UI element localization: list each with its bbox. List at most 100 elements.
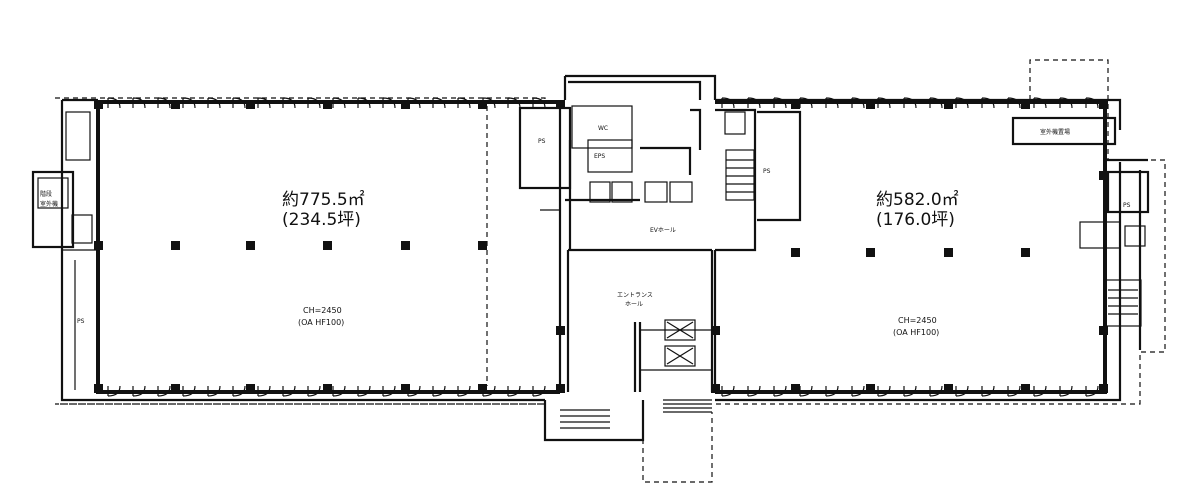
column-marker: [323, 241, 332, 250]
column-marker: [944, 384, 953, 393]
window-bay: [773, 97, 787, 109]
window-bays: [107, 97, 1099, 397]
window-bay: [532, 385, 546, 397]
window-bay: [1033, 385, 1047, 397]
column-marker: [866, 248, 875, 257]
column-marker: [478, 384, 487, 393]
column-marker: [94, 241, 103, 250]
entrance-label-2: ホール: [625, 301, 643, 308]
window-bay: [257, 385, 271, 397]
column-marker: [556, 100, 565, 109]
left-area-tsubo: (234.5坪): [282, 210, 361, 230]
window-bay: [382, 385, 396, 397]
column-marker: [944, 248, 953, 257]
ps-label-1: PS: [538, 138, 546, 145]
column-marker: [711, 326, 720, 335]
window-bay: [282, 97, 296, 109]
window-bay: [157, 385, 171, 397]
column-marker: [1099, 100, 1108, 109]
window-bay: [107, 385, 121, 397]
right-top-label: 室外機置場: [1040, 128, 1070, 136]
window-bay: [182, 385, 196, 397]
wc-label: WC: [598, 125, 608, 132]
window-bay: [1059, 385, 1073, 397]
column-marker: [478, 100, 487, 109]
window-bay: [507, 97, 521, 109]
column-marker: [171, 384, 180, 393]
right-floor-note: (OA HF100): [893, 328, 939, 337]
left-area-size: 約775.5㎡: [282, 190, 365, 210]
column-marker: [1099, 171, 1108, 180]
left-annex: [31, 170, 75, 249]
left-annex-label-1: 階段: [40, 190, 52, 198]
right-ceiling-height: CH=2450: [898, 316, 937, 325]
window-bay: [877, 97, 891, 109]
window-bay: [877, 385, 891, 397]
window-bay: [721, 385, 735, 397]
column-marker: [1021, 248, 1030, 257]
window-bay: [825, 385, 839, 397]
window-bay: [307, 97, 321, 109]
window-bay: [825, 97, 839, 109]
window-bay: [107, 97, 121, 109]
window-bay: [903, 385, 917, 397]
window-bay: [207, 385, 221, 397]
column-marker: [323, 100, 332, 109]
left-ceiling-height: CH=2450: [303, 306, 342, 315]
column-marker: [478, 241, 487, 250]
column-marker: [246, 384, 255, 393]
column-marker: [944, 100, 953, 109]
window-bay: [457, 97, 471, 109]
window-bay: [257, 97, 271, 109]
left-stair-box: [65, 111, 91, 161]
column-marker: [94, 100, 103, 109]
column-marker: [556, 326, 565, 335]
window-bay: [232, 385, 246, 397]
window-bay: [773, 385, 787, 397]
column-marker: [556, 384, 565, 393]
column-marker: [1021, 384, 1030, 393]
window-bay: [357, 97, 371, 109]
window-bay: [1007, 97, 1021, 109]
column-marker: [866, 100, 875, 109]
window-bay: [747, 97, 761, 109]
outer-left-wall: [60, 98, 645, 442]
window-bay: [507, 385, 521, 397]
column-marker: [1099, 384, 1108, 393]
window-bay: [207, 97, 221, 109]
window-bay: [1085, 385, 1099, 397]
column-marker: [323, 384, 332, 393]
window-bay: [357, 385, 371, 397]
window-bay: [532, 97, 546, 109]
window-bay: [1007, 385, 1021, 397]
right-area-tsubo: (176.0坪): [876, 210, 955, 230]
right-box-label: PS: [1123, 202, 1131, 209]
column-marker: [711, 384, 720, 393]
window-bay: [457, 385, 471, 397]
column-marker: [401, 241, 410, 250]
column-marker: [791, 248, 800, 257]
window-bay: [332, 385, 346, 397]
window-bay: [157, 97, 171, 109]
column-marker: [171, 100, 180, 109]
eps-label: EPS: [594, 153, 605, 160]
window-bay: [981, 385, 995, 397]
left-ps-label: PS: [77, 318, 85, 325]
left-small-box: [71, 214, 93, 244]
right-annex: [1011, 116, 1150, 350]
window-bay: [282, 385, 296, 397]
window-bay: [182, 97, 196, 109]
column-marker: [401, 100, 410, 109]
window-bay: [955, 385, 969, 397]
column-marker: [866, 384, 875, 393]
column-marker: [791, 384, 800, 393]
window-bay: [851, 385, 865, 397]
window-bay: [1059, 97, 1073, 109]
ev-hall-label: EVホール: [650, 227, 676, 234]
window-bay: [307, 385, 321, 397]
structural-columns: [94, 100, 1108, 393]
window-bay: [382, 97, 396, 109]
left-corridor: [62, 249, 98, 390]
window-bay: [332, 97, 346, 109]
